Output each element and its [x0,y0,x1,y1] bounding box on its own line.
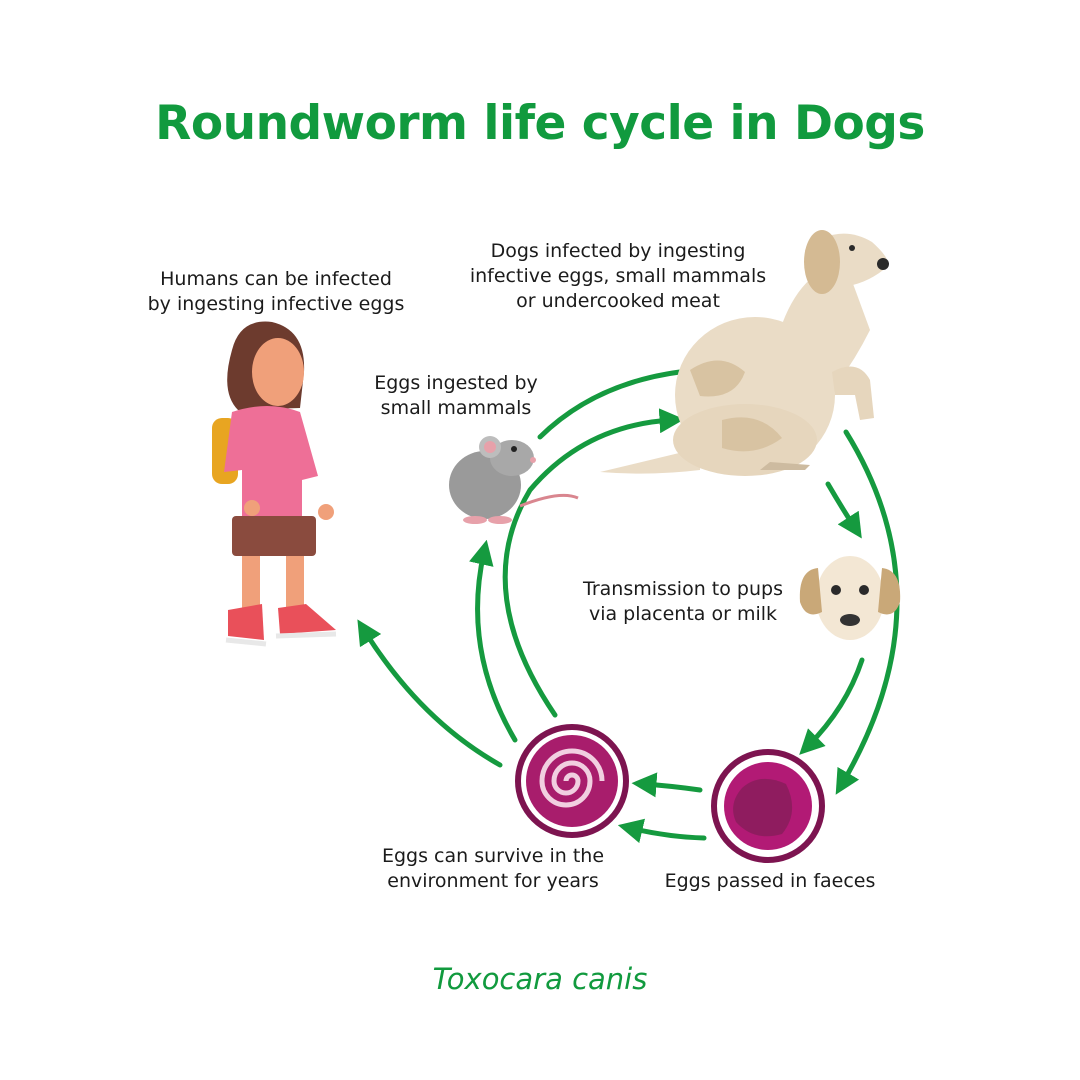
arrow-egg-to-human [357,619,503,768]
arrow-faeces-to-egg-upper [631,772,703,798]
small-mammals-label: Eggs ingested by small mammals [374,372,538,419]
arrow-egg-to-dog [502,408,685,718]
arrow-egg-to-mouse [469,539,518,743]
arrow-mouse-to-dog [537,358,711,440]
embryonated-egg-icon [515,724,629,838]
arrow-pup-to-faeces [799,657,865,755]
diagram-title: Roundworm life cycle in Dogs [155,96,925,151]
mouse-icon [449,436,579,524]
environment-survival-label: Eggs can survive in the environment for … [381,845,605,892]
human-infection-label: Humans can be infected by ingesting infe… [147,268,405,315]
arrow-dog-to-pup [825,481,862,539]
dog-infection-label: Dogs infected by ingesting infective egg… [469,240,767,312]
girl-icon [212,321,337,647]
species-name: Toxocara canis [432,962,648,996]
arrow-faeces-to-egg-lower [617,818,707,844]
faeces-label: Eggs passed in faeces [664,870,876,892]
pup-transmission-label: Transmission to pups via placenta or mil… [583,578,783,625]
puppy-icon [799,556,901,640]
unembryonated-egg-icon [711,749,825,863]
adult-dog-icon [600,230,889,476]
